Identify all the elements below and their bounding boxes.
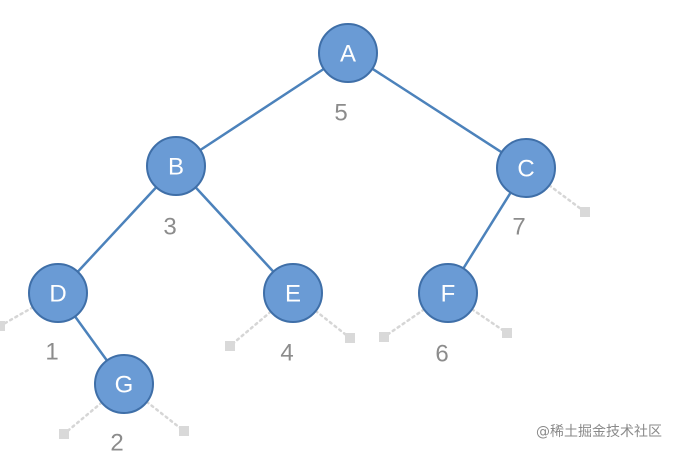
edge-a-b [198,67,326,152]
tree-node-e: E [263,263,323,323]
node-letter-f: F [441,281,456,308]
node-letter-c: C [517,156,534,183]
node-circle-d [28,263,88,323]
node-number-f: 6 [435,341,448,368]
nodes-layer: A B C D E F G [28,23,556,414]
tree-node-d: D [28,263,88,323]
null-edge-e-left [228,310,273,348]
null-leaf-f-left [379,332,389,342]
null-children-layer [0,184,590,439]
watermark: @稀土掘金技术社区 [536,424,662,440]
null-leaf-c-right [580,207,590,217]
node-number-g: 2 [110,430,123,454]
node-letter-g: G [115,372,134,399]
null-leaf-g-right [179,426,189,436]
null-leaf-e-right [345,333,355,343]
edges-layer [73,67,513,363]
null-leaf-g-left [59,429,69,439]
tree-node-a: A [318,23,378,83]
tree-node-b: B [146,136,206,196]
null-edge-g-left [62,401,103,436]
tree-node-c: C [496,138,556,198]
node-number-b: 3 [163,214,176,241]
edge-b-e [194,185,275,274]
node-number-c: 7 [512,214,525,241]
edge-a-c [370,67,504,154]
tree-node-f: F [418,263,478,323]
null-leaf-d-left [0,321,5,331]
null-edge-c-right [547,184,587,214]
null-edge-g-right [145,400,186,433]
node-letter-e: E [285,281,301,308]
node-letter-d: D [49,281,66,308]
edge-c-f [461,191,513,270]
node-circle-a [318,23,378,83]
node-circle-c [496,138,556,198]
null-edge-f-left [382,308,426,339]
null-edge-f-right [470,308,509,335]
tree-node-g: G [94,354,154,414]
node-letter-b: B [168,154,184,181]
node-circle-e [263,263,323,323]
null-edge-d-left [0,306,35,328]
node-circle-g [94,354,154,414]
numbers-layer: 5 3 7 1 4 6 2 [45,100,525,454]
node-circle-b [146,136,206,196]
node-letter-a: A [340,41,356,68]
null-leaf-f-right [502,328,512,338]
node-number-d: 1 [45,339,58,366]
node-number-a: 5 [334,100,347,127]
edge-b-d [76,185,158,274]
node-circle-f [418,263,478,323]
edge-d-g [73,314,109,363]
null-edge-e-right [314,309,352,340]
node-number-e: 4 [280,340,293,367]
null-leaf-e-left [225,341,235,351]
